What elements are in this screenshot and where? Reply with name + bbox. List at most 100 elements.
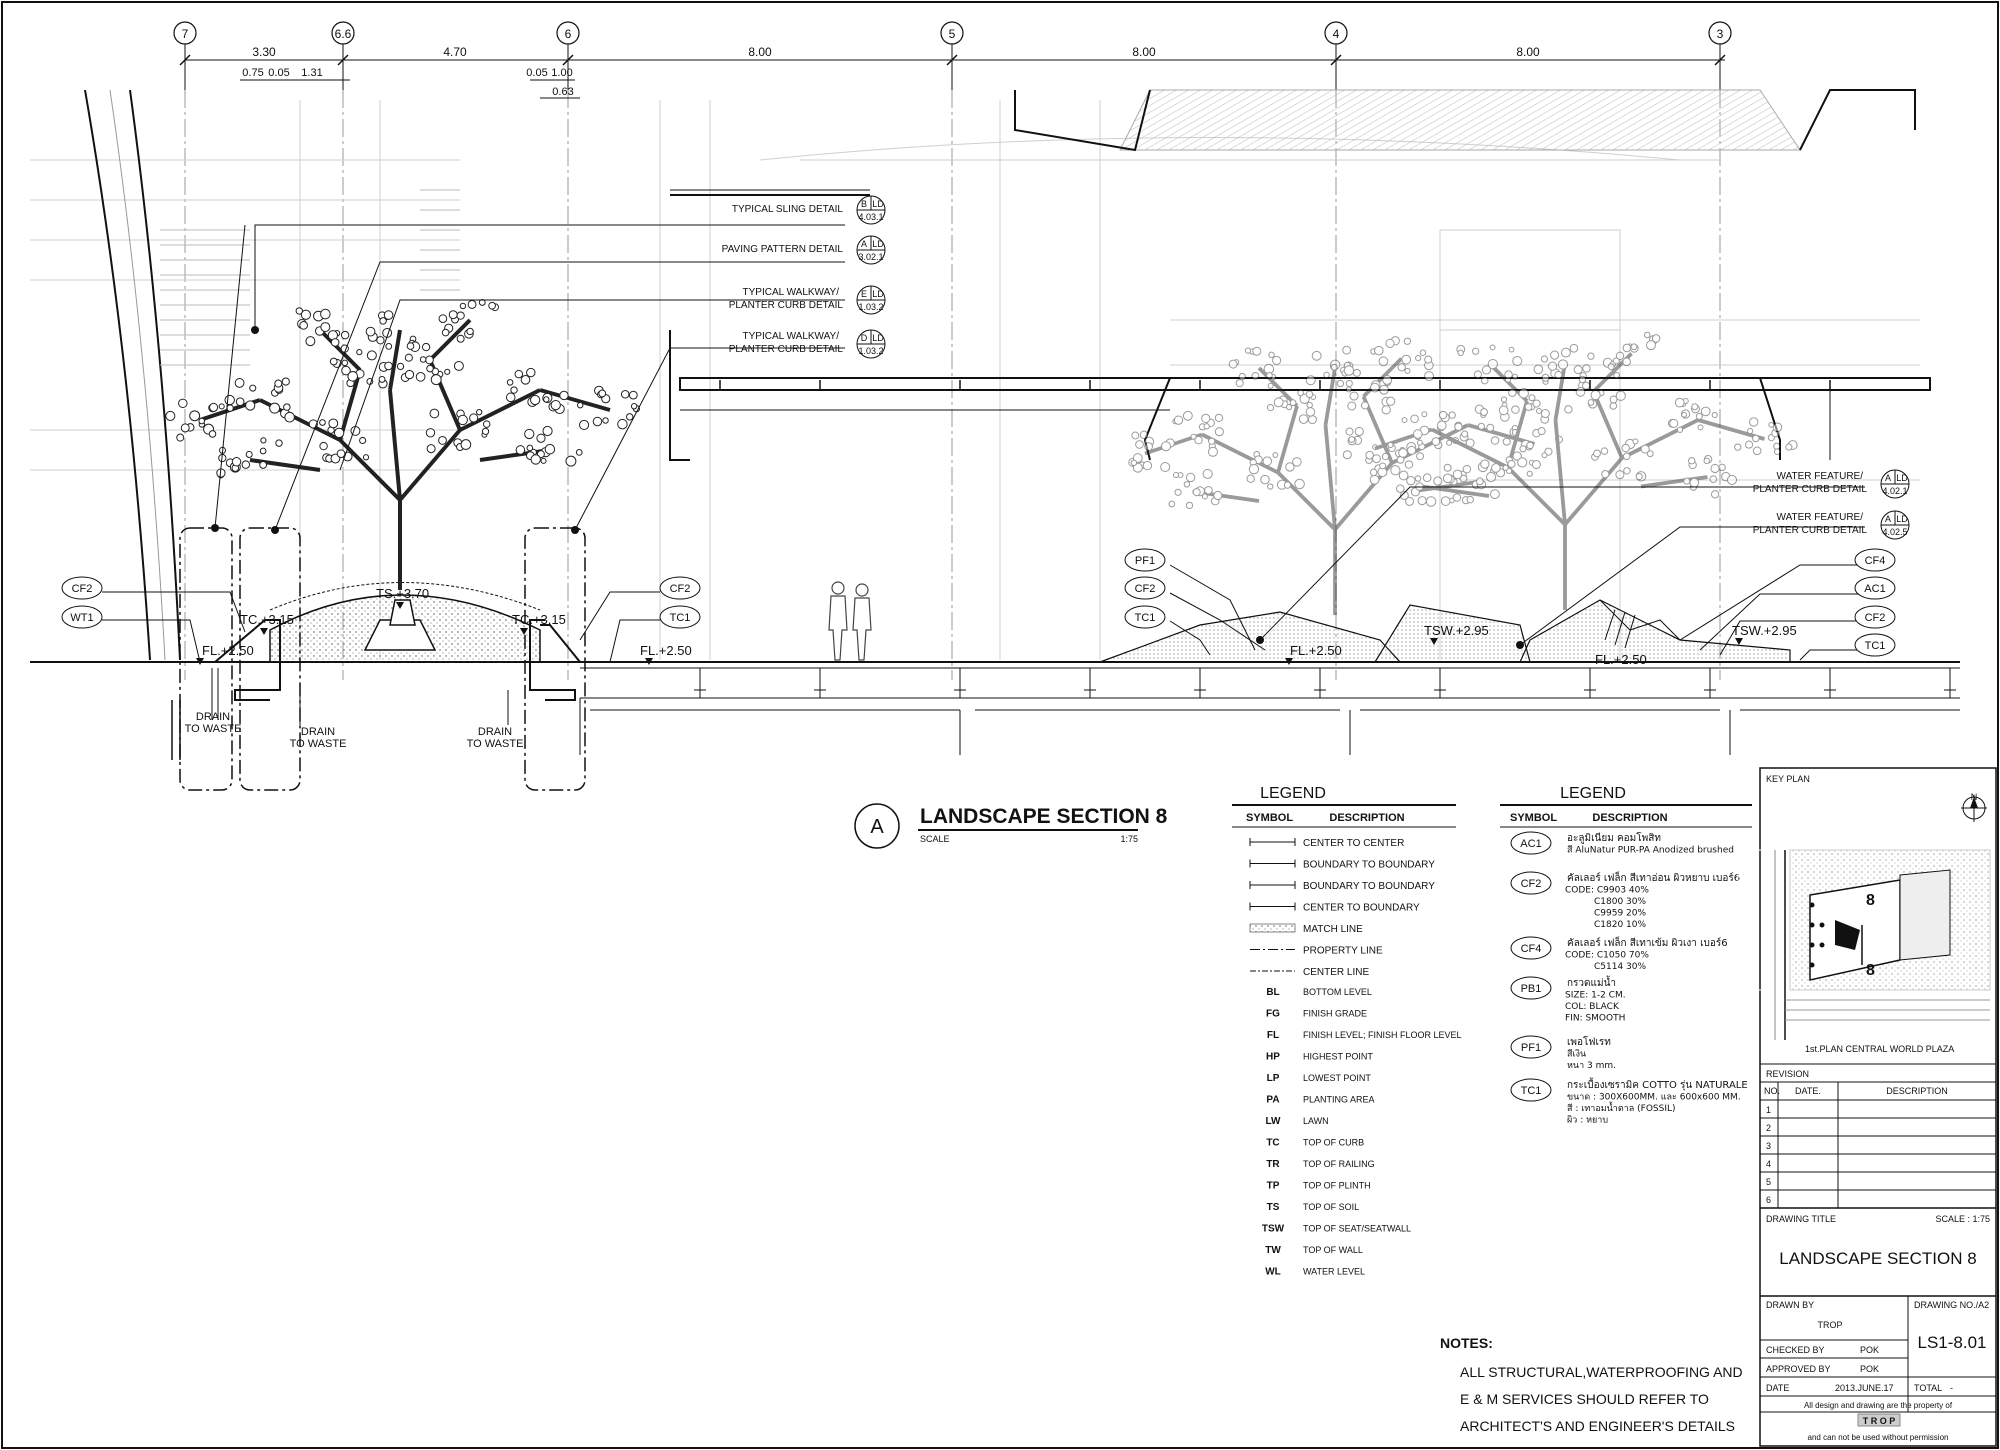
notes-title: NOTES: — [1440, 1335, 1493, 1351]
total-label: TOTAL — [1914, 1383, 1942, 1393]
material-description-line: สีเงิน — [1567, 1049, 1586, 1060]
tree-left-illustration — [165, 299, 641, 590]
callout-text: PAVING PATTERN DETAIL — [722, 244, 844, 255]
approved-by-value: POK — [1860, 1364, 1879, 1374]
legend-line-description: CENTER TO BOUNDARY — [1303, 903, 1420, 914]
legend2-col-symbol: SYMBOL — [1510, 812, 1557, 824]
legend-abbr-code: TP — [1267, 1181, 1280, 1192]
detail-sheet: LD — [872, 199, 884, 209]
material-description-line: เพอโฟเรท — [1567, 1035, 1611, 1048]
legend-abbr-description: LAWN — [1303, 1116, 1329, 1126]
material-description-line: สี AluNatur PUR-PA Anodized brushed — [1567, 845, 1734, 856]
material-code: CF4 — [1521, 943, 1542, 955]
tag-right-left-3 — [1124, 605, 1166, 629]
legend1-col-symbol: SYMBOL — [1246, 812, 1293, 824]
drain-1-line1: DRAIN — [196, 711, 230, 723]
tag-left-1-label: CF2 — [72, 583, 93, 595]
tag-right-left-2 — [1124, 576, 1166, 600]
legend-abbr-description: BOTTOM LEVEL — [1303, 987, 1372, 997]
drawing-title-value: LANDSCAPE SECTION 8 — [1779, 1249, 1976, 1268]
grid-bubble — [1324, 21, 1348, 45]
material-description-line: C1820 10% — [1594, 920, 1647, 930]
material-description-line: กรวดแม่น้ำ — [1567, 975, 1616, 989]
planter-right — [1099, 599, 1791, 663]
leader-lines — [102, 224, 1865, 663]
legend-abbr-description: TOP OF RAILING — [1303, 1159, 1375, 1169]
legend-line-description: CENTER LINE — [1303, 967, 1369, 978]
drain-labels: DRAIN TO WASTE DRAIN TO WASTE DRAIN TO W… — [185, 711, 524, 750]
legend-abbr-code: TW — [1265, 1245, 1281, 1256]
material-tag — [1510, 976, 1552, 1000]
tag-right-right-3 — [1854, 605, 1896, 629]
tag-right-right-4 — [1854, 633, 1896, 657]
tag-mid-1 — [659, 576, 701, 600]
dimension-sub: 1.31 — [301, 67, 322, 79]
legend-abbr-description: TOP OF PLINTH — [1303, 1181, 1371, 1191]
legend-abbr-code: BL — [1266, 987, 1279, 998]
detail-ref: A — [861, 239, 867, 249]
grid-axis-label: 6.6 — [335, 27, 352, 41]
material-tag — [1510, 871, 1552, 895]
callout-text-line2: PLANTER CURB DETAIL — [1753, 525, 1868, 536]
material-code: TC1 — [1521, 1085, 1542, 1097]
legend-abbr-code: HP — [1266, 1052, 1280, 1063]
material-description-line: SIZE: 1-2 CM. — [1565, 991, 1626, 1001]
legend-abbr-code: LP — [1267, 1073, 1280, 1084]
legend2-title: LEGEND — [1560, 785, 1626, 802]
material-description-line: กระเบื้องเซรามิค COTTO รุ่น NATURALE — [1567, 1077, 1748, 1091]
legend-abbr-description: TOP OF CURB — [1303, 1138, 1364, 1148]
material-tag — [1510, 936, 1552, 960]
footer-logo: T R O P — [1863, 1416, 1896, 1426]
section-scale-value: 1:75 — [1120, 834, 1138, 844]
legend1-col-description: DESCRIPTION — [1329, 812, 1404, 824]
material-description-line: ผิว : หยาบ — [1567, 1115, 1608, 1126]
material-description-line: C9959 20% — [1594, 909, 1647, 919]
detail-sheet: LD — [1896, 473, 1908, 483]
legend-abbr-code: FL — [1267, 1030, 1279, 1041]
grid-axis-label: 7 — [182, 27, 189, 41]
tag-right-right-2-label: AC1 — [1864, 583, 1885, 595]
callout-text-line2: PLANTER CURB DETAIL — [729, 344, 844, 355]
level-tsw-2: TSW.+2.95 — [1732, 623, 1797, 638]
tag-left-2 — [61, 605, 103, 629]
roof-hatch — [1119, 89, 1801, 151]
tag-right-left-2-label: CF2 — [1135, 583, 1156, 595]
left-facade — [84, 89, 181, 661]
dimension-sub: 0.05 — [526, 67, 547, 79]
detail-ref: B — [861, 199, 867, 209]
stair-background — [160, 189, 460, 366]
legend-abbr-code: WL — [1265, 1267, 1281, 1278]
grid-axis-label: 5 — [949, 27, 956, 41]
dimension-sub: 0.05 — [268, 67, 289, 79]
planter-left — [171, 527, 586, 791]
rev-col-description: DESCRIPTION — [1886, 1086, 1948, 1096]
structural-slabs — [30, 189, 1960, 755]
notes-line-1: ALL STRUCTURAL,WATERPROOFING AND — [1460, 1364, 1743, 1380]
legend-line-description: PROPERTY LINE — [1303, 946, 1383, 957]
tag-right-right-4-label: TC1 — [1865, 640, 1886, 652]
section-title: A LANDSCAPE SECTION 8 SCALE 1:75 — [854, 803, 1168, 849]
notes-line-2: E & M SERVICES SHOULD REFER TO — [1460, 1391, 1709, 1407]
title-scale-label: SCALE : 1:75 — [1935, 1214, 1990, 1224]
rev-col-no: NO. — [1764, 1086, 1780, 1096]
callout-text-line1: WATER FEATURE/ — [1777, 471, 1864, 482]
checked-by-value: POK — [1860, 1345, 1879, 1355]
tree-right-illustration — [1128, 331, 1798, 615]
detail-number: 1.03.2 — [858, 302, 883, 312]
material-code: PF1 — [1521, 1042, 1541, 1054]
tag-mid-2-label: TC1 — [670, 612, 691, 624]
material-description-line: COL: BLACK — [1565, 1002, 1620, 1012]
callout-text-line1: TYPICAL WALKWAY/ — [743, 287, 840, 298]
notes-line-3: ARCHITECT'S AND ENGINEER'S DETAILS — [1460, 1418, 1735, 1434]
rev-col-date: DATE. — [1795, 1086, 1821, 1096]
tag-right-right-1-label: CF4 — [1865, 555, 1886, 567]
material-description-line: อะลูมิเนียม คอมโพสิท — [1567, 831, 1661, 844]
tag-mid-2 — [659, 605, 701, 629]
footer-line-1: All design and drawing are the property … — [1804, 1401, 1953, 1410]
title-block: KEY PLAN N 8 8 1 — [1737, 767, 1997, 1447]
grid-bubble — [556, 21, 580, 45]
drain-2-line1: DRAIN — [301, 726, 335, 738]
